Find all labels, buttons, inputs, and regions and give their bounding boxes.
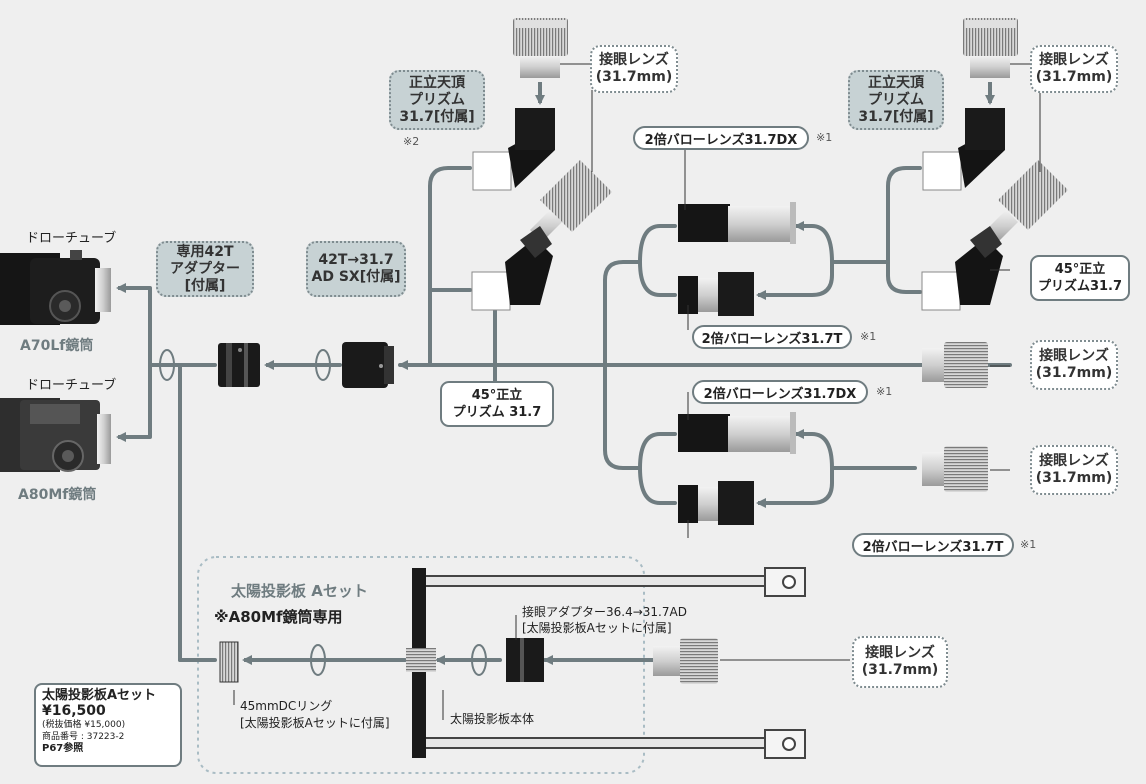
ep-lower-line1: 接眼レンズ <box>1039 453 1109 469</box>
dc-ring-line2: [太陽投影板Aセットに付属] <box>240 716 390 730</box>
ep-mid-line2: (31.7mm) <box>1035 365 1113 381</box>
a70lf-label: A70Lf鏡筒 <box>20 338 94 354</box>
ep-adapter-line2: [太陽投影板Aセットに付属] <box>522 621 672 635</box>
ep-top-left-line1: 接眼レンズ <box>599 52 669 68</box>
eyepiece-lower-label: 接眼レンズ (31.7mm) <box>1030 445 1118 495</box>
prism45-right-line1: 45°正立 <box>1054 262 1106 277</box>
prism45-left-image <box>471 226 553 311</box>
eyepiece-solar-label: 接眼レンズ (31.7mm) <box>852 636 948 688</box>
ad-sx-line1: 42T→31.7 <box>318 252 394 268</box>
product-code: 商品番号 : 37223-2 <box>42 732 125 742</box>
ep-top-right-line2: (31.7mm) <box>1035 69 1113 85</box>
prism45-right-label: 45°正立 プリズム31.7 <box>1030 255 1130 301</box>
zenith-prism-right-image <box>922 108 1005 191</box>
barlow-t-upper-image <box>678 272 754 316</box>
eyepiece-top-right-image <box>963 18 1018 78</box>
a70lf-telescope-image <box>0 250 111 325</box>
ep-top-right-line1: 接眼レンズ <box>1039 52 1109 68</box>
adapter-42t-line1: 専用42T <box>176 243 234 260</box>
prism45-left-line2: プリズム 31.7 <box>452 405 542 420</box>
product-name: 太陽投影板Aセット <box>42 688 157 703</box>
barlow-t-upper-note: ※1 <box>860 330 877 343</box>
zenith-left-line3: 31.7[付属] <box>399 108 475 125</box>
zenith-left-note: ※2 <box>403 135 420 148</box>
ep-adapter-36-label: 接眼アダプター36.4→31.7AD [太陽投影板Aセットに付属] <box>522 604 687 636</box>
ad-sx-line2: AD SX[付属] <box>311 269 401 285</box>
ep-adapter-line1: 接眼アダプター36.4→31.7AD <box>522 605 687 619</box>
product-price-excl: (税抜価格 ¥15,000) <box>42 720 126 730</box>
zenith-left-line1: 正立天頂 <box>409 74 465 91</box>
barlow-dx-lower-label: 2倍バローレンズ31.7DX <box>692 380 868 404</box>
eyepiece-top-left-image <box>513 18 568 78</box>
zenith-right-line1: 正立天頂 <box>868 74 924 91</box>
solar-set-title: 太陽投影板 Aセット <box>231 582 368 600</box>
solar-set-region <box>197 556 645 774</box>
eyepiece-mid-label: 接眼レンズ (31.7mm) <box>1030 340 1118 390</box>
dc-ring-label: 45mmDCリング [太陽投影板Aセットに付属] <box>240 698 390 732</box>
adapter-42t-label: 専用42T アダプター [付属] <box>156 241 254 297</box>
drawtube-label-2: ドローチューブ <box>26 378 117 393</box>
drawtube-label-1: ドローチューブ <box>26 231 117 246</box>
product-price: ¥16,500 <box>42 703 106 719</box>
barlow-dx-lower-note: ※1 <box>876 385 893 398</box>
eyepiece-lower-image <box>922 446 988 492</box>
barlow-dx-upper-note: ※1 <box>816 131 833 144</box>
a80mf-label: A80Mf鏡筒 <box>18 487 97 503</box>
solar-board-label: 太陽投影板本体 <box>450 712 535 726</box>
barlow-dx-lower-image <box>678 412 796 454</box>
zenith-prism-right-label: 正立天頂 プリズム 31.7[付属] <box>848 70 944 130</box>
eyepiece-top-right-label: 接眼レンズ (31.7mm) <box>1030 45 1118 93</box>
prism45-left-line1: 45°正立 <box>471 388 523 403</box>
barlow-t-lower-image <box>678 481 754 525</box>
ad-sx-label: 42T→31.7 AD SX[付属] <box>306 241 406 297</box>
zenith-right-line2: プリズム <box>868 91 924 108</box>
zenith-right-line3: 31.7[付属] <box>858 108 934 125</box>
adapter-42t-image <box>218 343 260 387</box>
ad-sx-image <box>342 342 394 388</box>
adapter-42t-line2: アダプター <box>170 260 240 277</box>
prism45-right-line2: プリズム31.7 <box>1037 279 1123 294</box>
barlow-t-upper-label: 2倍バローレンズ31.7T <box>692 325 852 349</box>
dc-ring-image <box>219 641 239 683</box>
eyepiece-top-left-label: 接眼レンズ (31.7mm) <box>590 45 678 93</box>
barlow-t-lower-label: 2倍バローレンズ31.7T <box>852 533 1014 557</box>
adapter-42t-line3: [付属] <box>184 277 226 294</box>
callout-lines <box>233 63 1041 720</box>
zenith-prism-left-image <box>472 108 555 191</box>
eyepiece-solar-image <box>653 638 718 684</box>
rotation-icons <box>159 349 487 676</box>
ep-solar-line2: (31.7mm) <box>861 662 939 678</box>
zenith-left-line2: プリズム <box>409 91 465 108</box>
ep-top-left-line2: (31.7mm) <box>595 69 673 85</box>
arrows <box>116 82 995 665</box>
solar-set-subtitle: ※A80Mf鏡筒専用 <box>214 608 343 626</box>
barlow-dx-upper-label: 2倍バローレンズ31.7DX <box>633 126 809 150</box>
barlow-dx-upper-image <box>678 202 796 244</box>
product-box: 太陽投影板Aセット ¥16,500 (税抜価格 ¥15,000) 商品番号 : … <box>34 683 182 767</box>
prism45-right-image <box>921 226 1003 311</box>
eyepiece-mid-image <box>922 342 988 388</box>
ep-mid-line1: 接眼レンズ <box>1039 348 1109 364</box>
dc-ring-line1: 45mmDCリング <box>240 699 333 713</box>
ep-adapter-36-image <box>506 638 544 682</box>
solar-board-image <box>406 567 806 759</box>
ep-solar-line1: 接眼レンズ <box>865 645 935 661</box>
prism45-left-label: 45°正立 プリズム 31.7 <box>440 381 554 427</box>
ep-lower-line2: (31.7mm) <box>1035 470 1113 486</box>
a80mf-telescope-image <box>0 398 111 472</box>
barlow-t-lower-note: ※1 <box>1020 538 1037 551</box>
zenith-prism-left-label: 正立天頂 プリズム 31.7[付属] <box>389 70 485 130</box>
product-ref: P67参照 <box>42 743 84 754</box>
